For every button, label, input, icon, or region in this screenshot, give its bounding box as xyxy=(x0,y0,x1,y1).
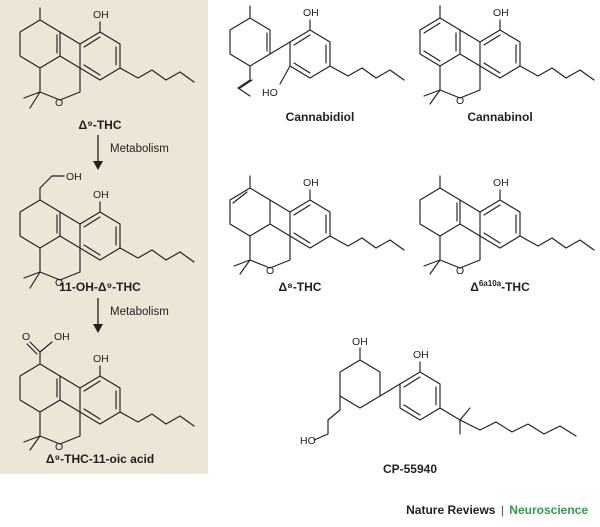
structure-cp55940: OH OH HO xyxy=(300,336,577,447)
structure-d6a10a-thc: OH O xyxy=(419,175,595,277)
metabolism-panel xyxy=(0,0,208,474)
metabolism-arrow-2 xyxy=(93,298,103,333)
metabolism-label-2: Metabolism xyxy=(110,306,169,318)
journal-subject: Neuroscience xyxy=(509,503,588,517)
credit-separator: | xyxy=(500,503,504,517)
atom-oh-cp-1: OH xyxy=(352,336,368,348)
atom-o-2: O xyxy=(55,277,63,289)
label-thc-acid: Δ⁹-THC-11-oic acid xyxy=(45,452,155,466)
label-11-oh-thc: 11-OH-Δ⁹-THC xyxy=(59,280,141,294)
journal-credit: Nature Reviews | Neuroscience xyxy=(406,503,588,517)
atom-oh-acid: OH xyxy=(54,331,70,343)
label-thc: Δ⁹-THC xyxy=(78,118,122,132)
atom-oh-cbd-1: OH xyxy=(303,7,319,19)
structure-d8-thc: OH O xyxy=(229,175,405,277)
atom-o-3: O xyxy=(55,441,63,453)
structure-thc-acid: O OH OH O xyxy=(19,331,195,453)
metabolism-arrow-1 xyxy=(93,135,103,170)
metabolism-label-1: Metabolism xyxy=(110,143,169,155)
atom-oh-4: OH xyxy=(93,353,109,365)
atom-o: O xyxy=(55,97,63,109)
atom-oh-d6a: OH xyxy=(493,177,509,189)
atom-oh-d8: OH xyxy=(303,177,319,189)
structure-11-oh-thc: OH OH O xyxy=(19,171,195,289)
atom-o-carbonyl: O xyxy=(22,331,30,343)
journal-name: Nature Reviews xyxy=(406,503,496,517)
structure-cannabinol: OH O xyxy=(419,5,595,107)
structure-cannabidiol: OH HO xyxy=(229,5,405,99)
label-cp55940: CP-55940 xyxy=(382,462,438,476)
label-d6a10a-thc: Δ6a10a-THC xyxy=(470,279,530,295)
atom-ho-cp: HO xyxy=(300,435,316,447)
atom-oh-3: OH xyxy=(93,189,109,201)
atom-oh-2: OH xyxy=(66,171,82,183)
atom-oh: OH xyxy=(93,9,109,21)
label-cannabinol: Cannabinol xyxy=(467,110,533,124)
atom-o-cbn: O xyxy=(456,95,464,107)
label-cannabidiol: Cannabidiol xyxy=(285,110,355,124)
atom-o-d6a: O xyxy=(456,265,464,277)
atom-ho-cbd: HO xyxy=(262,87,278,99)
atom-o-d8: O xyxy=(266,265,274,277)
label-d8-thc: Δ⁸-THC xyxy=(278,280,322,294)
structure-thc: OH O xyxy=(19,7,195,109)
atom-oh-cbn: OH xyxy=(493,7,509,19)
atom-oh-cp-2: OH xyxy=(413,349,429,361)
